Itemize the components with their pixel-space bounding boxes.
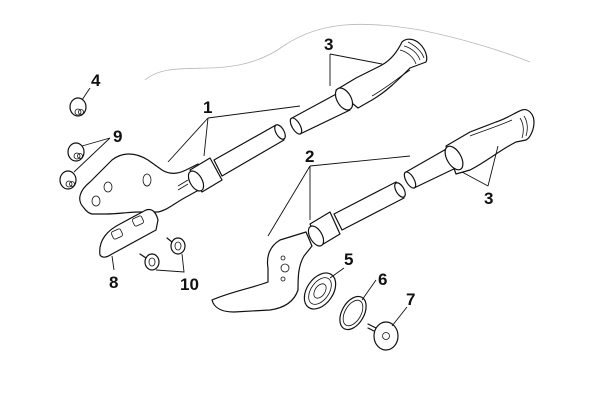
leader-3a: [329, 53, 383, 86]
part-1-anvil-handle: [79, 91, 351, 215]
plate-hole: [103, 181, 113, 193]
tube-end: [274, 124, 286, 140]
callout-2: 2: [305, 147, 314, 166]
leader-7: [391, 306, 408, 327]
leader-2: [267, 155, 411, 237]
callout-1: 1: [203, 98, 212, 117]
screw-head: [170, 237, 186, 255]
bearing-inner: [313, 283, 327, 299]
nut-hex: [78, 109, 84, 115]
bolt-recess: [382, 332, 390, 340]
callout-7: 7: [406, 290, 415, 309]
collar-end: [187, 170, 205, 192]
pivot-hole: [280, 263, 290, 273]
slot: [177, 179, 189, 191]
part-10-screws: [139, 237, 186, 271]
plate-hole: [142, 173, 152, 187]
callout-3-upper: 3: [324, 35, 333, 54]
callout-8: 8: [109, 273, 118, 292]
leader-8: [111, 255, 115, 271]
part-4-nut: [69, 97, 87, 117]
grip-ribs: [399, 41, 425, 65]
blade-tube: [333, 181, 405, 231]
blade-hole: [280, 276, 286, 282]
bolt-thread: [367, 323, 377, 332]
part-6-washer: [339, 295, 367, 331]
part-9-nuts: [59, 142, 85, 190]
grip-groove: [371, 69, 411, 97]
leader-6: [361, 279, 377, 301]
part-3-grip-lower: [444, 109, 535, 175]
callout-6: 6: [378, 270, 387, 289]
bearing-outer: [303, 272, 337, 310]
callout-9: 9: [113, 127, 122, 146]
part-8-anvil: [99, 208, 159, 258]
leader-lines: [73, 53, 499, 327]
leader-9: [73, 137, 111, 173]
washer-inner: [342, 299, 364, 327]
anvil-piece: [99, 208, 159, 258]
callout-5: 5: [344, 250, 353, 269]
blade-collar-end: [307, 225, 325, 247]
plate-hole: [91, 195, 101, 207]
grip-groove: [469, 119, 513, 137]
screw-recess: [174, 241, 182, 251]
leader-5: [329, 267, 345, 279]
nut-hex: [77, 153, 83, 159]
grip-ribs: [519, 115, 528, 139]
callout-4: 4: [91, 71, 101, 90]
blade: [211, 231, 313, 313]
nut-washer: [69, 97, 87, 117]
anvil-slot: [111, 228, 123, 240]
leader-4: [81, 87, 91, 101]
grip-body: [335, 38, 428, 109]
screw-thread: [166, 237, 173, 243]
extension-end: [289, 117, 303, 135]
nut-hex: [73, 152, 81, 160]
callout-3-lower: 3: [484, 189, 493, 208]
leader-1: [167, 105, 301, 163]
background-curve: [144, 23, 531, 81]
bolt-head: [373, 321, 399, 351]
part-2-blade-handle: [211, 147, 461, 313]
nut-hex: [65, 180, 73, 188]
bearing-race: [308, 277, 332, 305]
anvil-slot: [132, 215, 144, 227]
nut-hex: [69, 181, 75, 187]
grip-collar: [334, 87, 354, 111]
part-3-grip-upper: [334, 38, 428, 111]
blade-hole: [280, 255, 286, 261]
nut-hex: [74, 108, 82, 116]
screw-head: [144, 253, 160, 271]
grip-collar: [444, 145, 464, 171]
part-7-pivot-bolt: [367, 321, 399, 351]
callouts: 1 2 3 3 4 5 6 7 8 9 10: [91, 35, 493, 309]
part-5-bearing: [303, 272, 337, 310]
screw-thread: [139, 253, 147, 259]
blade-extension-end: [403, 171, 417, 189]
leader-3b: [461, 145, 499, 187]
leader-10: [155, 253, 185, 273]
washer-outer: [339, 295, 367, 331]
handle-tube: [213, 124, 285, 177]
screw-recess: [148, 257, 156, 267]
callout-10: 10: [180, 275, 199, 294]
blade-tube-end: [394, 182, 406, 198]
